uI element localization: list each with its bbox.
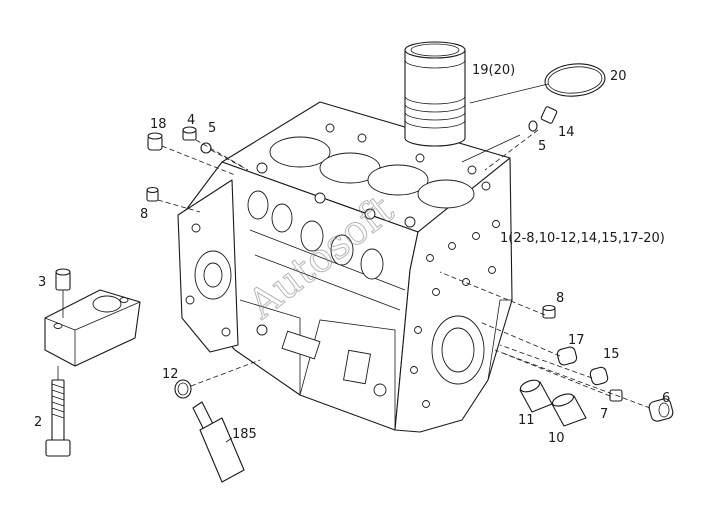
seal-12 (174, 379, 192, 399)
callout-14: 14 (558, 125, 575, 140)
callout-4: 4 (187, 113, 195, 128)
callout-3: 3 (38, 275, 46, 290)
plug-4 (182, 126, 197, 141)
sealant-tube-185 (192, 401, 245, 483)
washer-5-left (200, 142, 212, 154)
callout-19-20: 19(20) (472, 63, 515, 78)
bearing-cap (44, 289, 141, 367)
leader-lines (57, 83, 651, 443)
callout-2: 2 (34, 415, 42, 430)
callout-assembly: 1(2-8,10-12,14,15,17-20) (500, 231, 665, 246)
dowel-3 (55, 268, 71, 291)
callout-20: 20 (610, 69, 627, 84)
bushing-17 (556, 346, 578, 366)
plug-8-left (146, 186, 159, 202)
cylinder-liner (404, 41, 466, 147)
callout-6: 6 (662, 391, 670, 406)
callout-12: 12 (162, 367, 179, 382)
fitting-14 (540, 106, 558, 124)
callout-7: 7 (600, 407, 608, 422)
callout-5-right: 5 (538, 139, 546, 154)
bushing-15 (589, 366, 609, 386)
cylinder-block (177, 101, 513, 433)
bearing-11 (519, 379, 553, 413)
bolt-2 (45, 379, 71, 457)
plug-18 (147, 132, 163, 151)
callout-18: 18 (150, 117, 167, 132)
washer-5-right (528, 120, 538, 132)
callout-8-right: 8 (556, 291, 564, 306)
callout-11: 11 (518, 413, 535, 428)
callout-17: 17 (568, 333, 585, 348)
callout-15: 15 (603, 347, 620, 362)
callout-10: 10 (548, 431, 565, 446)
callout-185: 185 (232, 427, 257, 442)
callout-8-left: 8 (140, 207, 148, 222)
o-ring (544, 63, 606, 97)
bearing-10 (551, 393, 587, 427)
bushing-6 (648, 398, 674, 422)
plug-8-right (542, 304, 556, 319)
callout-5-left: 5 (208, 121, 216, 136)
